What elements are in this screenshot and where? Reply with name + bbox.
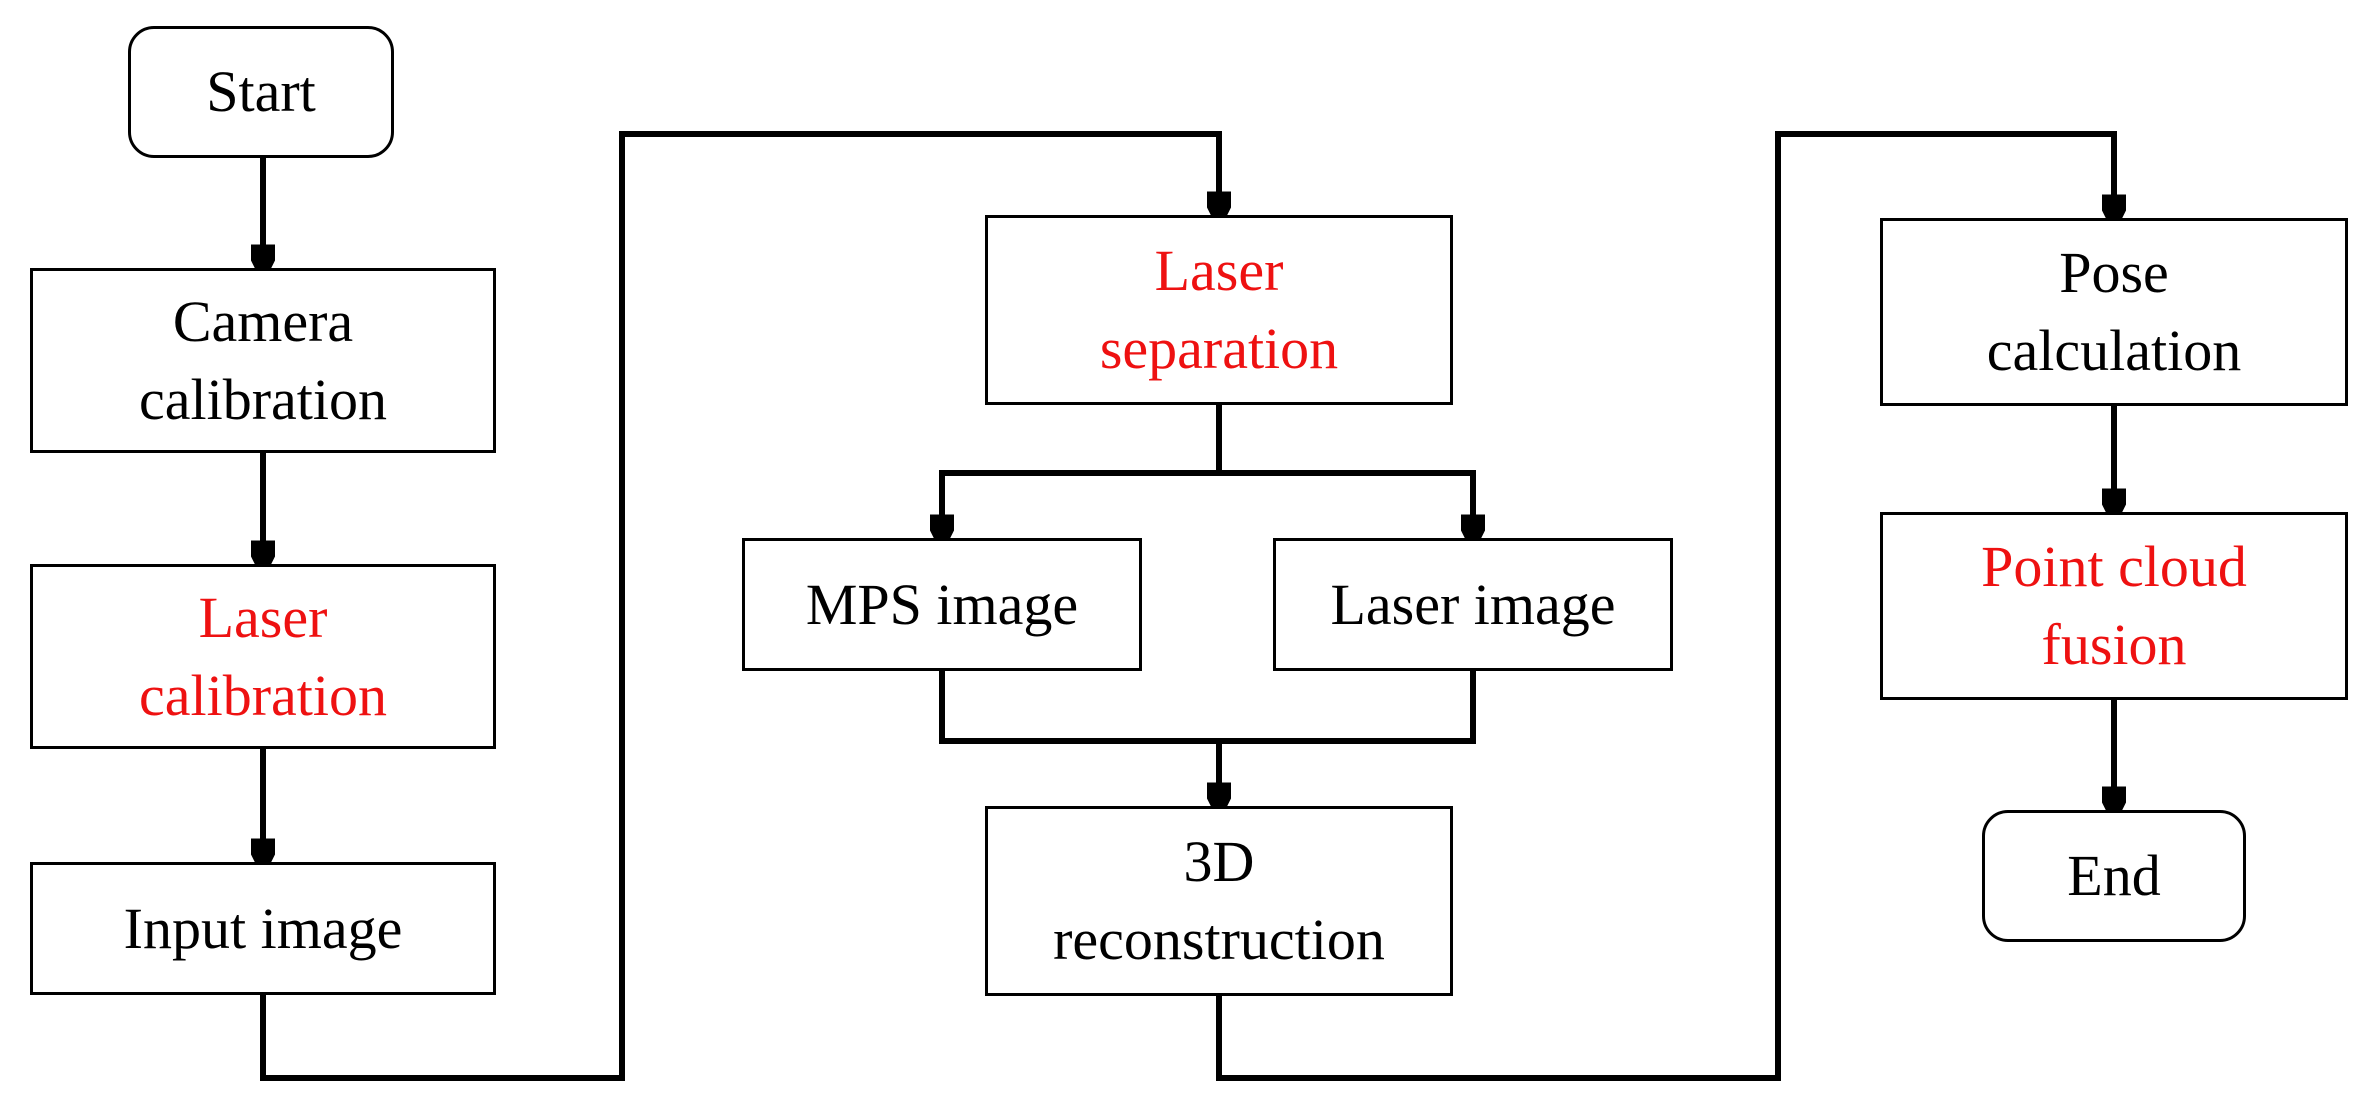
laser-calibration-label: Laser calibration: [139, 579, 387, 735]
start-terminal: Start: [128, 26, 394, 158]
node-label-line: Laser: [1154, 238, 1284, 303]
3d-reconstruction-step: 3D reconstruction: [985, 806, 1453, 996]
node-label-line: Camera: [172, 288, 354, 354]
laser-separation-label: Laser separation: [1100, 232, 1338, 388]
edge-3d-reconstruction-to-pose-calculation: [1216, 131, 2114, 1081]
node-label-line: calibration: [138, 366, 387, 432]
node-label-line: calibration: [138, 662, 387, 728]
edge-laser-separation-to-laser-image: [1216, 470, 1473, 539]
node-label-line: Pose: [2059, 240, 2169, 305]
start-label: Start: [206, 53, 316, 131]
camera-calibration-label: Camera calibration: [139, 283, 387, 439]
3d-reconstruction-label: 3D reconstruction: [1053, 823, 1385, 979]
node-label-line: separation: [1099, 316, 1339, 381]
camera-calibration-step: Camera calibration: [30, 268, 496, 453]
node-label-line: MPS image: [805, 571, 1079, 637]
node-label-line: reconstruction: [1053, 907, 1385, 972]
node-label-line: fusion: [2041, 612, 2187, 677]
edge-mps-image-to-merge: [939, 668, 1222, 744]
node-label-line: Input image: [123, 895, 403, 961]
laser-image-label: Laser image: [1330, 566, 1615, 644]
node-label-line: Start: [206, 59, 316, 124]
node-label-line: Laser image: [1330, 571, 1616, 637]
input-image-label: Input image: [124, 890, 403, 968]
node-label-line: calculation: [1986, 318, 2242, 383]
edge-laser-image-to-merge: [1216, 668, 1476, 744]
input-image-step: Input image: [30, 862, 496, 995]
end-label: End: [2067, 837, 2160, 915]
pose-calculation-label: Pose calculation: [1987, 234, 2241, 390]
node-label-line: 3D: [1183, 829, 1255, 894]
laser-calibration-step: Laser calibration: [30, 564, 496, 749]
mps-image-step: MPS image: [742, 538, 1142, 671]
edge-laser-separation-to-mps-image: [942, 470, 1222, 539]
point-cloud-fusion-label: Point cloud fusion: [1981, 528, 2247, 684]
node-label-line: End: [2067, 843, 2161, 908]
laser-separation-step: Laser separation: [985, 215, 1453, 405]
point-cloud-fusion-step: Point cloud fusion: [1880, 512, 2348, 700]
laser-image-step: Laser image: [1273, 538, 1673, 671]
node-label-line: Point cloud: [1981, 534, 2247, 599]
end-terminal: End: [1982, 810, 2246, 942]
pose-calculation-step: Pose calculation: [1880, 218, 2348, 406]
edge-input-image-to-laser-separation: [260, 131, 1219, 1081]
mps-image-label: MPS image: [806, 566, 1078, 644]
node-label-line: Laser: [198, 584, 328, 650]
